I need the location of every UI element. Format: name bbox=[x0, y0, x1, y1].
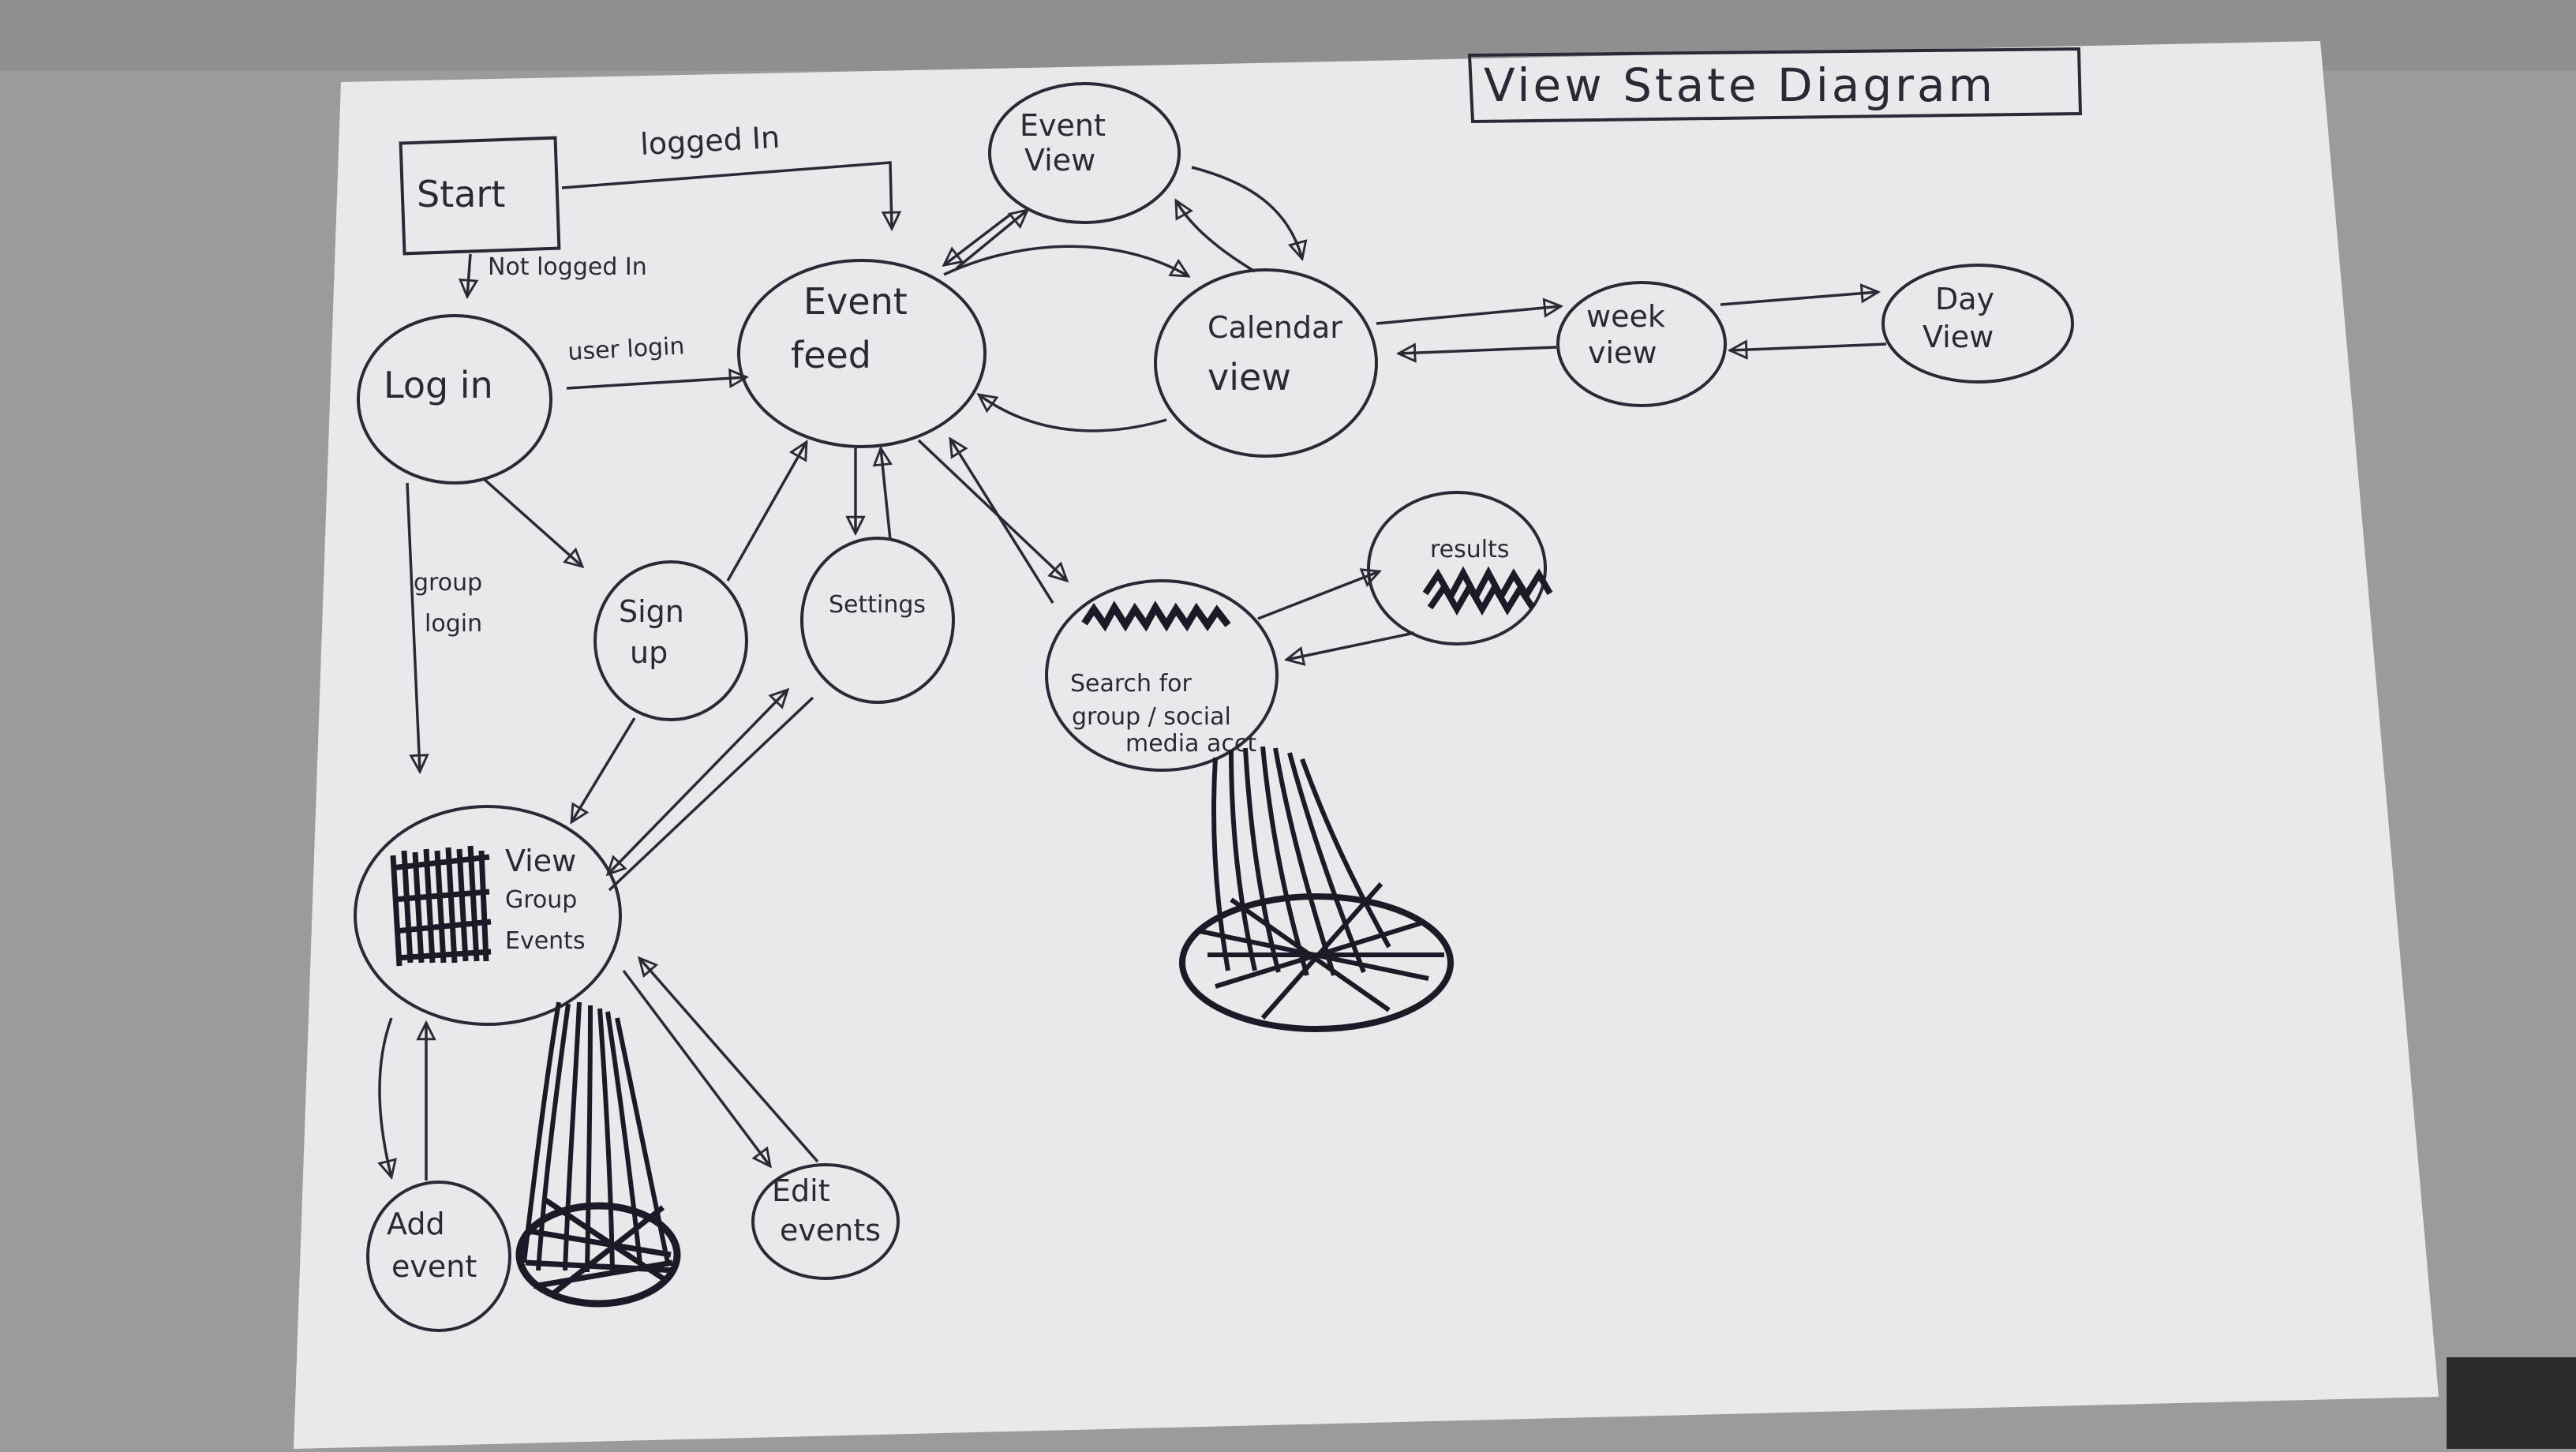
node-week-view-label-2: view bbox=[1588, 335, 1657, 370]
edge-settings-to-feed bbox=[881, 448, 890, 541]
node-event-view: Event View bbox=[988, 82, 1181, 224]
node-add-event-label-1: Add bbox=[387, 1207, 445, 1241]
node-search-label-2: group / social bbox=[1072, 703, 1231, 731]
edge-label-logged-in: logged In bbox=[639, 120, 781, 162]
edge-login-to-group-events bbox=[406, 482, 420, 772]
node-settings: Settings bbox=[800, 537, 955, 704]
node-results: results bbox=[1367, 491, 1553, 646]
node-search-label-3: media acct bbox=[1125, 730, 1256, 758]
edge-feed-to-calendar bbox=[943, 245, 1189, 276]
node-event-feed-label-1: Event bbox=[803, 280, 908, 323]
paper-sheet bbox=[294, 41, 2439, 1449]
node-week-view-label-1: week bbox=[1586, 299, 1665, 334]
edge-group-to-add-event bbox=[380, 1017, 391, 1177]
node-add-event-label-2: event bbox=[391, 1249, 477, 1284]
node-view-group-events-label-1: View bbox=[505, 844, 576, 878]
scribbled-node-2 bbox=[1179, 746, 1454, 1032]
edge-sign-up-to-event-feed bbox=[726, 442, 807, 582]
node-view-group-events-label-2: Group bbox=[505, 886, 577, 914]
edge-start-to-event-feed bbox=[561, 161, 892, 229]
node-edit-events-label-2: events bbox=[780, 1213, 881, 1248]
edge-label-user-login: user login bbox=[567, 332, 686, 366]
edge-label-group-login-1: group bbox=[414, 569, 482, 597]
node-calendar-view-label-1: Calendar bbox=[1208, 310, 1342, 345]
edge-feed-to-event-view bbox=[955, 210, 1028, 270]
edge-search-to-results bbox=[1257, 571, 1380, 620]
node-login-label: Log in bbox=[384, 364, 493, 406]
results-scribble bbox=[1422, 566, 1553, 616]
node-edit-events-label-1: Edit bbox=[772, 1173, 830, 1208]
edge-results-to-search bbox=[1286, 631, 1415, 660]
edge-label-group-login-2: login bbox=[425, 610, 482, 638]
node-add-event: Add event bbox=[366, 1181, 511, 1332]
edge-week-to-day bbox=[1720, 292, 1878, 306]
edge-calendar-to-event-view bbox=[1176, 200, 1256, 273]
edge-calendar-to-feed bbox=[979, 395, 1167, 432]
edge-login-to-event-feed bbox=[566, 377, 747, 390]
edge-feed-to-search bbox=[917, 439, 1067, 581]
diagram-title: View State Diagram bbox=[1484, 58, 1996, 112]
edge-start-to-login bbox=[467, 253, 470, 297]
node-search: Search for group / social media acct bbox=[1045, 579, 1279, 772]
edges bbox=[380, 161, 1887, 1181]
node-event-view-label-1: Event bbox=[1020, 108, 1106, 143]
node-event-feed: Event feed bbox=[737, 259, 987, 448]
edge-label-not-logged-in: Not logged In bbox=[488, 253, 647, 281]
node-sign-up-label-1: Sign bbox=[619, 594, 684, 629]
node-calendar-view: Calendar view bbox=[1154, 268, 1378, 458]
desk-dark-corner bbox=[2447, 1357, 2576, 1449]
node-day-view-label-1: Day bbox=[1935, 282, 1994, 316]
node-event-feed-label-2: feed bbox=[791, 334, 871, 376]
edge-event-view-to-feed bbox=[944, 213, 1012, 265]
edge-group-to-edit bbox=[622, 969, 770, 1166]
edge-day-to-week bbox=[1730, 344, 1887, 350]
node-settings-label: Settings bbox=[829, 591, 926, 619]
group-events-scribble bbox=[390, 845, 492, 967]
node-day-view-label-2: View bbox=[1923, 320, 1994, 354]
node-view-group-events-label-3: Events bbox=[505, 927, 586, 955]
node-start-label: Start bbox=[417, 173, 505, 215]
node-login: Log in bbox=[357, 314, 552, 485]
node-calendar-view-label-2: view bbox=[1208, 356, 1291, 399]
node-search-label-1: Search for bbox=[1070, 670, 1193, 698]
node-start: Start bbox=[399, 136, 561, 256]
node-results-label: results bbox=[1430, 536, 1510, 563]
node-day-view: Day View bbox=[1881, 264, 2074, 384]
node-event-view-label-2: View bbox=[1024, 143, 1095, 178]
edge-week-to-calendar bbox=[1398, 347, 1557, 354]
node-view-group-events: View Group Events bbox=[354, 805, 622, 1026]
node-edit-events: Edit events bbox=[751, 1163, 900, 1280]
node-week-view: week view bbox=[1556, 281, 1727, 407]
edge-event-view-to-calendar bbox=[1191, 166, 1302, 259]
node-sign-up-label-2: up bbox=[630, 635, 668, 670]
edge-group-events-settings bbox=[608, 690, 788, 874]
edge-edit-to-group bbox=[639, 958, 819, 1163]
edge-search-to-feed bbox=[950, 439, 1054, 604]
node-sign-up: Sign up bbox=[593, 560, 748, 721]
scribbled-node-1 bbox=[515, 1001, 681, 1308]
scribbled-out-word bbox=[1081, 601, 1231, 632]
edge-calendar-to-week bbox=[1376, 306, 1561, 325]
edge-login-to-sign-up bbox=[481, 477, 582, 567]
title-box: View State Diagram bbox=[1467, 47, 2083, 124]
